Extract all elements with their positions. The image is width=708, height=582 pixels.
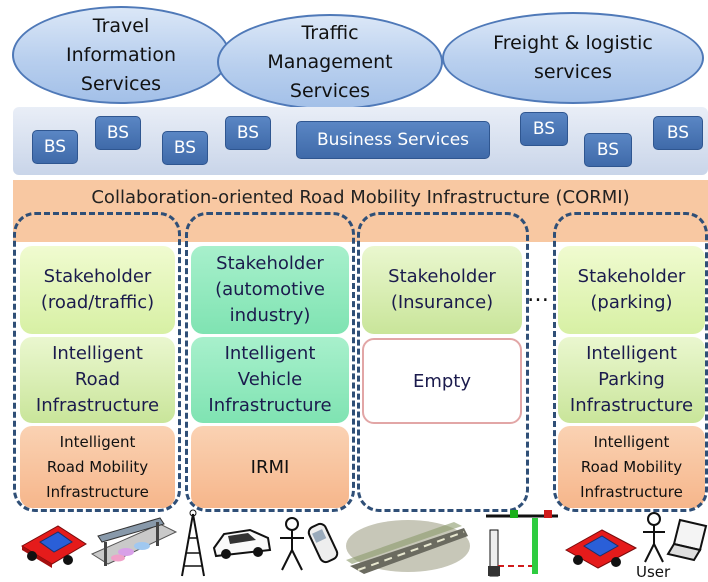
cormi-label: Collaboration-oriented Road Mobility Inf… — [91, 187, 630, 208]
irmi-box: IRMI — [191, 426, 349, 508]
intelligent-road-infrastructure: Intelligent Road Infrastructure — [20, 337, 175, 423]
column-frame-parking — [553, 212, 708, 512]
column-frame-automotive — [185, 212, 355, 512]
intelligent-road-mobility-infrastructure-parking: Intelligent Road Mobility Infrastructure — [558, 426, 705, 508]
column-frame-road — [13, 212, 181, 512]
bs-box: BS — [32, 130, 78, 164]
mobile-phone-icon — [306, 520, 340, 566]
user-label: User — [636, 563, 671, 581]
toll-gate-icon — [482, 510, 562, 578]
bs-box: BS — [584, 133, 632, 167]
intelligent-parking-infrastructure: Intelligent Parking Infrastructure — [558, 337, 705, 423]
cormi-band: Collaboration-oriented Road Mobility Inf… — [13, 180, 708, 242]
red-car-icon — [18, 520, 90, 568]
business-services-box: Business Services — [296, 121, 490, 159]
bs-box: BS — [225, 116, 271, 150]
red-car-icon-2 — [562, 522, 640, 570]
intelligent-road-mobility-infrastructure: Intelligent Road Mobility Infrastructure — [20, 426, 175, 508]
stakeholder-automotive-industry: Stakeholder (automotive industry) — [191, 246, 349, 334]
bs-box: BS — [95, 116, 141, 150]
user-person-icon — [640, 512, 668, 564]
laptop-icon — [666, 516, 708, 562]
ellipse-travel-information-services: Travel Information Services — [12, 6, 230, 104]
road-icon — [344, 516, 472, 576]
ellipse-freight-logistic-services: Freight & logistic services — [442, 12, 704, 104]
person-icon — [276, 516, 308, 572]
radio-tower-icon — [178, 508, 208, 578]
ellipse-label: Travel Information Services — [66, 14, 176, 95]
stakeholder-insurance: Stakeholder (Insurance) — [362, 246, 522, 334]
bridge-road-icon — [90, 514, 178, 572]
stakeholder-parking: Stakeholder (parking) — [558, 246, 705, 334]
stakeholder-road-traffic: Stakeholder (road/traffic) — [20, 246, 175, 334]
empty-infrastructure-box: Empty — [362, 338, 522, 424]
ellipse-label: Traffic Management Services — [267, 21, 393, 102]
bs-box: BS — [162, 131, 208, 165]
intelligent-vehicle-infrastructure: Intelligent Vehicle Infrastructure — [191, 337, 349, 423]
bs-box: BS — [653, 116, 703, 150]
bs-box: BS — [520, 112, 568, 146]
column-frame-insurance — [357, 212, 529, 512]
ellipse-label: Freight & logistic services — [493, 32, 653, 83]
more-stakeholders-ellipsis: … — [527, 282, 550, 307]
ellipse-traffic-management-services: Traffic Management Services — [217, 14, 443, 110]
white-car-icon — [210, 522, 274, 562]
